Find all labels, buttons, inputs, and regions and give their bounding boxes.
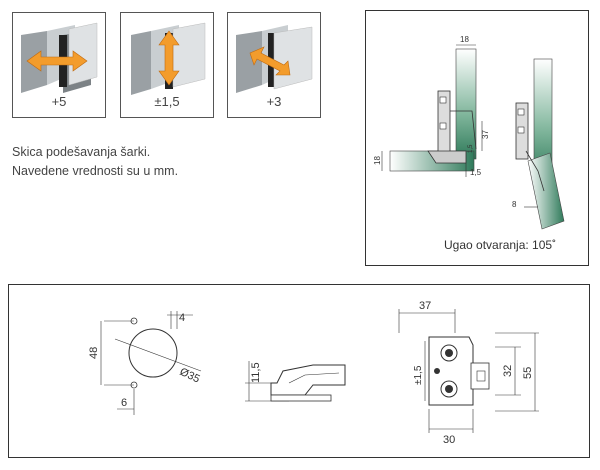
dim-side: 18	[373, 156, 382, 165]
dim-plate-width-top: 37	[419, 300, 431, 312]
dim-plate-outer-height: 55	[522, 367, 534, 379]
opening-angle-panel: 18 18 37 1,5 1,5 8 Ugao otvaranja: 105˚	[365, 10, 589, 266]
opening-angle-label: Ugao otvaranja: 105˚	[444, 238, 556, 252]
dim-drill-height: 48	[88, 347, 100, 359]
dim-plate-width-bottom: 30	[443, 434, 455, 446]
drilling-pattern: 48 Ø35 4 6	[88, 311, 202, 415]
dim-gap: 1,5	[470, 168, 482, 177]
adjust-vertical-box: ±1,5	[120, 12, 214, 118]
caption-line-1: Skica podešavanja šarki.	[12, 145, 151, 159]
dim-plate-tolerance: ±1,5	[413, 365, 424, 385]
adjust-depth-box: +3	[227, 12, 321, 118]
hinge-profile: 11,5	[245, 361, 346, 402]
adjust-depth-label: +3	[266, 94, 282, 109]
opening-angle-diagram: 18 18 37 1,5 1,5 8 Ugao otvaranja: 105˚	[373, 35, 565, 252]
dim-edge: 6	[121, 397, 127, 409]
dim-height: 37	[481, 130, 490, 139]
dim-diameter: Ø35	[178, 366, 202, 386]
adjust-vertical-label: ±1,5	[154, 94, 180, 109]
dim-small: 1,5	[468, 144, 474, 153]
caption-line-2: Navedene vrednosti su u mm.	[12, 164, 179, 178]
mounting-plate: 37 ±1,5 32 55 30	[398, 300, 539, 446]
vertical-adjust-icon	[131, 22, 206, 95]
technical-drawing-panel: 48 Ø35 4 6 11,5	[8, 284, 590, 458]
adjust-horizontal-box: +5	[12, 12, 106, 118]
depth-adjust-icon	[236, 25, 313, 93]
dim-offset: 4	[179, 312, 185, 324]
horizontal-adjust-icon	[21, 22, 98, 93]
dim-profile-height: 11,5	[250, 362, 262, 383]
dim-bottom: 8	[512, 200, 517, 209]
adjust-horizontal-label: +5	[51, 94, 67, 109]
dim-plate-inner-height: 32	[502, 365, 514, 377]
caption: Skica podešavanja šarki. Navedene vredno…	[12, 143, 178, 181]
dim-top: 18	[460, 35, 469, 44]
technical-drawing: 48 Ø35 4 6 11,5	[88, 300, 539, 446]
